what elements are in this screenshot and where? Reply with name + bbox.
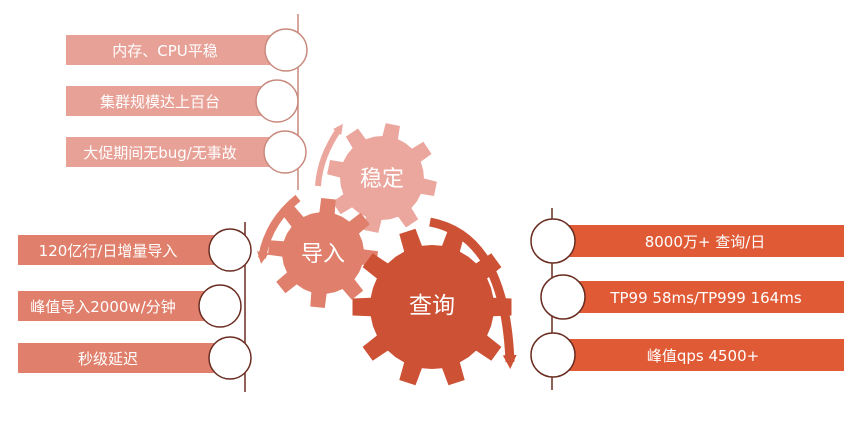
query-gear [352, 228, 512, 386]
stable-item-node-3 [263, 130, 307, 174]
query-item-bar-3 [553, 339, 844, 371]
import-item-bar-2 [18, 291, 230, 321]
import-item-node-2 [198, 284, 242, 328]
import-item-text-2: 峰值导入2000w/分钟 [30, 298, 176, 316]
stable-item-text-3: 大促期间无bug/无事故 [83, 144, 237, 162]
stable-item-node-1 [264, 28, 308, 72]
import-item-text-1: 120亿行/日增量导入 [39, 242, 178, 260]
query-item-node-1 [530, 218, 576, 264]
stable-item-bar-1 [66, 35, 288, 65]
import-item-node-3 [208, 336, 252, 380]
stable-gear [327, 123, 437, 233]
query-item-text-3: 峰值qps 4500+ [647, 347, 759, 365]
query-item-node-2 [540, 274, 586, 320]
flow-arrow-to-stable [315, 123, 343, 187]
query-item-bar-2 [563, 281, 844, 313]
import-item-node-1 [208, 228, 252, 272]
import-item-bar-3 [18, 343, 230, 373]
import-item-text-3: 秒级延迟 [78, 350, 138, 368]
stable-item-text-2: 集群规模达上百台 [100, 93, 220, 111]
import-gear-label: 导入 [301, 242, 345, 267]
stable-item-node-2 [255, 79, 299, 123]
stable-item-text-1: 内存、CPU平稳 [112, 42, 218, 60]
query-item-text-2: TP99 58ms/TP999 164ms [609, 289, 801, 307]
import-item-bar-1 [18, 235, 230, 265]
import-gear [268, 198, 378, 308]
flow-arrow-to-import [257, 194, 301, 264]
query-item-node-3 [530, 332, 576, 378]
query-item-text-1: 8000万+ 查询/日 [645, 233, 766, 251]
stable-item-bar-2 [66, 86, 288, 116]
stable-item-bar-3 [66, 137, 288, 167]
stable-gear-label: 稳定 [360, 167, 404, 192]
query-gear-label: 查询 [409, 293, 455, 319]
query-item-bar-1 [553, 225, 844, 257]
